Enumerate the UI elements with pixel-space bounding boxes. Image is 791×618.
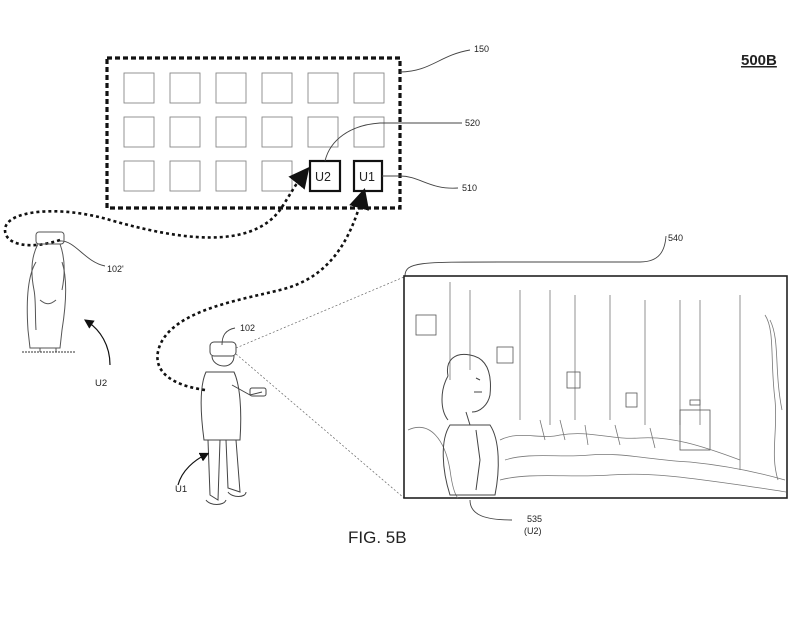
grid-cell [169, 116, 201, 148]
grid-cell [169, 72, 201, 104]
ref-cell-u2: 520 [465, 118, 480, 128]
sheet-label: 500B [741, 52, 777, 69]
grid-cell [307, 116, 339, 148]
local-user-figure [200, 341, 267, 505]
label-u2: U2 [95, 378, 107, 389]
grid-border [105, 56, 402, 210]
curved-arrow-u2 [84, 319, 111, 366]
grid-cell [261, 72, 293, 104]
grid-cell [123, 72, 155, 104]
path-u1-to-cell [156, 188, 370, 392]
cell-u2: U2 [308, 159, 342, 193]
grid-cell [261, 160, 293, 192]
figure-caption: FIG. 5B [348, 528, 407, 547]
theater-scene [407, 282, 787, 499]
vr-view-panel [403, 275, 788, 499]
grid-cell [261, 116, 293, 148]
grid-cell [353, 116, 385, 148]
label-u1: U1 [175, 484, 187, 495]
grid-cell [215, 116, 247, 148]
path-u2-to-cell [3, 166, 310, 247]
grid-cell [307, 72, 339, 104]
ref-view: 540 [668, 233, 683, 243]
cell-u1-label: U1 [359, 170, 375, 184]
grid-cell [215, 72, 247, 104]
ref-grid: 150 [474, 44, 489, 54]
grid-cells [123, 72, 385, 192]
ref-person-local: 102 [240, 323, 255, 333]
cell-u2-label: U2 [315, 170, 331, 184]
grid-cell [215, 160, 247, 192]
cell-u1: U1 [352, 159, 384, 193]
seat-grid [105, 56, 402, 210]
ref-person-remote: 102' [107, 264, 124, 274]
ref-cell-u1: 510 [462, 183, 477, 193]
ref-spectator-1: 535 [527, 514, 542, 524]
grid-cell [123, 116, 155, 148]
curved-arrow-u1 [177, 452, 210, 486]
ref-spectator-2: (U2) [524, 526, 542, 536]
remote-user-figure [22, 231, 76, 353]
grid-cell [123, 160, 155, 192]
spectator-figure [441, 353, 499, 496]
grid-cell [169, 160, 201, 192]
grid-cell [353, 72, 385, 104]
view-frustum [235, 276, 405, 499]
